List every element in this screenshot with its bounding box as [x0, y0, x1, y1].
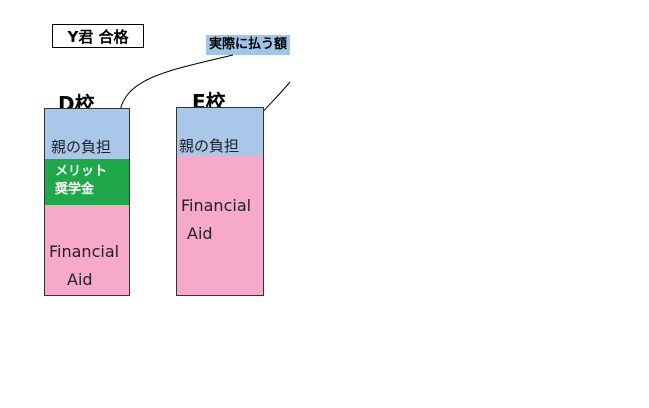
d-merit-label-line2: 奨学金: [55, 182, 95, 197]
d-parent-segment: 親の負担: [45, 109, 129, 159]
school-e-bar: 親の負担 Financial Aid: [176, 107, 264, 296]
e-aid-label-line1: Financial: [181, 196, 252, 215]
e-aid-segment: Financial Aid: [177, 155, 263, 295]
school-d-bar: 親の負担 メリット 奨学金 Financial Aid: [44, 108, 130, 296]
d-merit-segment: メリット 奨学金: [45, 159, 129, 205]
d-merit-label-line1: メリット: [55, 164, 108, 179]
actual-payment-label: 実際に払う額: [206, 35, 291, 55]
arrow-to-d-school: [115, 54, 234, 124]
title-box: Y君 合格: [52, 24, 144, 48]
e-parent-segment: 親の負担: [177, 108, 263, 155]
d-aid-label-line2: Aid: [67, 270, 93, 289]
d-aid-label-line1: Financial: [49, 242, 120, 261]
title-text: Y君 合格: [67, 27, 129, 46]
e-parent-label: 親の負担: [179, 137, 240, 155]
e-aid-label-line2: Aid: [187, 224, 213, 243]
d-aid-segment: Financial Aid: [45, 205, 129, 295]
d-parent-label: 親の負担: [51, 138, 112, 156]
